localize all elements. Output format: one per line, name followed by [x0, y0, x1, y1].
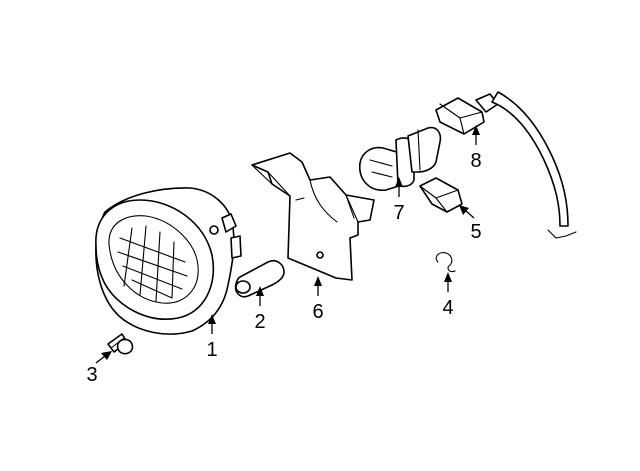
leader-line-3 [95, 355, 106, 364]
part-6-bracket [251, 152, 375, 281]
arrowhead-5 [459, 205, 469, 215]
part-7-bulb [359, 126, 442, 191]
part-2-sleeve [234, 259, 285, 298]
part-4-clip [435, 252, 456, 273]
callout-1: 1 [206, 339, 217, 361]
arrowhead-8 [472, 125, 480, 135]
arrowhead-2 [256, 286, 264, 296]
arrowhead-7 [395, 177, 403, 187]
arrowhead-1 [208, 314, 216, 324]
leader-line-5 [465, 210, 475, 219]
leader-arrows [95, 125, 480, 364]
callout-labels: 1 2 3 4 5 6 7 8 [86, 150, 481, 386]
callout-5: 5 [470, 221, 481, 243]
arrowhead-6 [314, 276, 322, 286]
part-8-socket-harness [435, 91, 577, 239]
callout-4: 4 [442, 297, 453, 319]
part-3-bolt [107, 333, 134, 355]
callout-8: 8 [470, 150, 481, 172]
arrowhead-4 [444, 272, 452, 282]
callout-7: 7 [393, 202, 404, 224]
callout-2: 2 [254, 311, 265, 333]
callout-6: 6 [312, 301, 323, 323]
arrowhead-3 [101, 351, 112, 360]
part-1-fog-lamp-housing [95, 187, 242, 335]
callout-3: 3 [86, 364, 97, 386]
part-5-connector [419, 177, 463, 213]
